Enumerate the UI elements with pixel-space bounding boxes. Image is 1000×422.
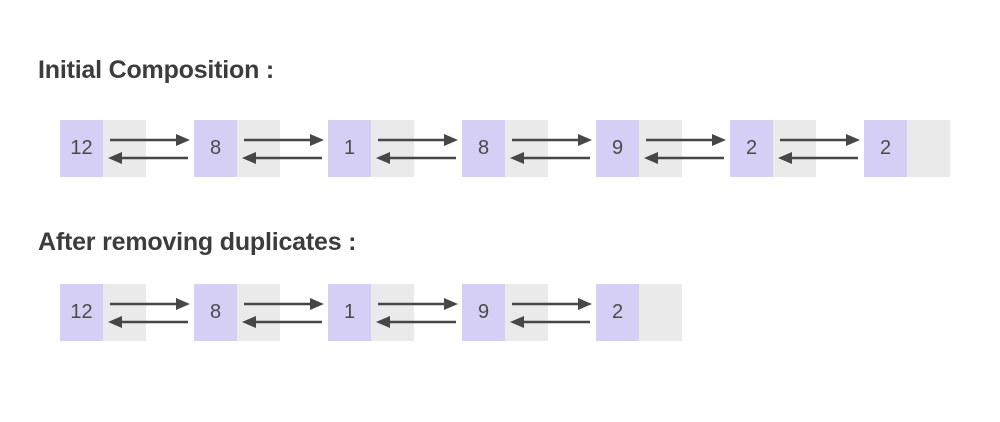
pointer-arrow-pair [778,120,860,177]
arrow-right-icon [244,134,324,146]
arrow-left-icon [376,316,456,328]
node-value-cell: 2 [864,120,907,177]
arrow-right-icon [110,134,190,146]
arrow-left-icon [108,152,188,164]
node-value-cell: 2 [596,284,639,341]
node-pointer-cell [505,120,548,177]
node-value-cell: 1 [328,120,371,177]
pointer-arrow-pair [108,284,190,341]
list-node: 2 [596,284,682,341]
list-node: 8 [462,120,548,177]
page-title-initial-composition: Initial Composition : [38,56,275,84]
node-pointer-cell [505,284,548,341]
list-node: 1 [328,284,414,341]
list-node: 2 [730,120,816,177]
pointer-arrow-pair [510,120,592,177]
pointer-arrow-pair [510,284,592,341]
list-node: 8 [194,120,280,177]
node-value-cell: 9 [462,284,505,341]
arrow-left-icon [778,152,858,164]
node-pointer-cell [237,120,280,177]
node-pointer-cell [371,284,414,341]
node-pointer-cell [773,120,816,177]
arrow-right-icon [512,134,592,146]
node-value-cell: 8 [462,120,505,177]
arrow-right-icon [378,298,458,310]
pointer-arrow-pair [242,120,324,177]
pointer-arrow-pair [376,120,458,177]
list-node: 8 [194,284,280,341]
list-node: 12 [60,120,146,177]
arrow-right-icon [110,298,190,310]
node-pointer-cell [639,120,682,177]
node-value-cell: 12 [60,284,103,341]
pointer-arrow-pair [644,120,726,177]
arrow-right-icon [780,134,860,146]
node-pointer-cell [103,284,146,341]
list-node: 9 [596,120,682,177]
node-pointer-cell [237,284,280,341]
arrow-left-icon [644,152,724,164]
linked-list-initial: 12 8 1 8 9 2 2 [60,120,950,177]
node-value-cell: 8 [194,120,237,177]
arrow-right-icon [244,298,324,310]
arrow-right-icon [646,134,726,146]
arrow-left-icon [376,152,456,164]
list-node: 12 [60,284,146,341]
list-node: 1 [328,120,414,177]
node-pointer-cell [907,120,950,177]
node-pointer-cell [103,120,146,177]
node-value-cell: 8 [194,284,237,341]
arrow-right-icon [378,134,458,146]
list-node: 9 [462,284,548,341]
linked-list-after: 12 8 1 9 2 [60,284,682,341]
list-node: 2 [864,120,950,177]
arrow-left-icon [242,152,322,164]
pointer-arrow-pair [242,284,324,341]
arrow-left-icon [242,316,322,328]
node-pointer-cell [371,120,414,177]
arrow-left-icon [108,316,188,328]
arrow-left-icon [510,152,590,164]
page-title-after-removing-duplicates: After removing duplicates : [38,228,357,256]
pointer-arrow-pair [108,120,190,177]
node-value-cell: 1 [328,284,371,341]
arrow-right-icon [512,298,592,310]
node-value-cell: 2 [730,120,773,177]
node-pointer-cell [639,284,682,341]
pointer-arrow-pair [376,284,458,341]
node-value-cell: 9 [596,120,639,177]
arrow-left-icon [510,316,590,328]
node-value-cell: 12 [60,120,103,177]
